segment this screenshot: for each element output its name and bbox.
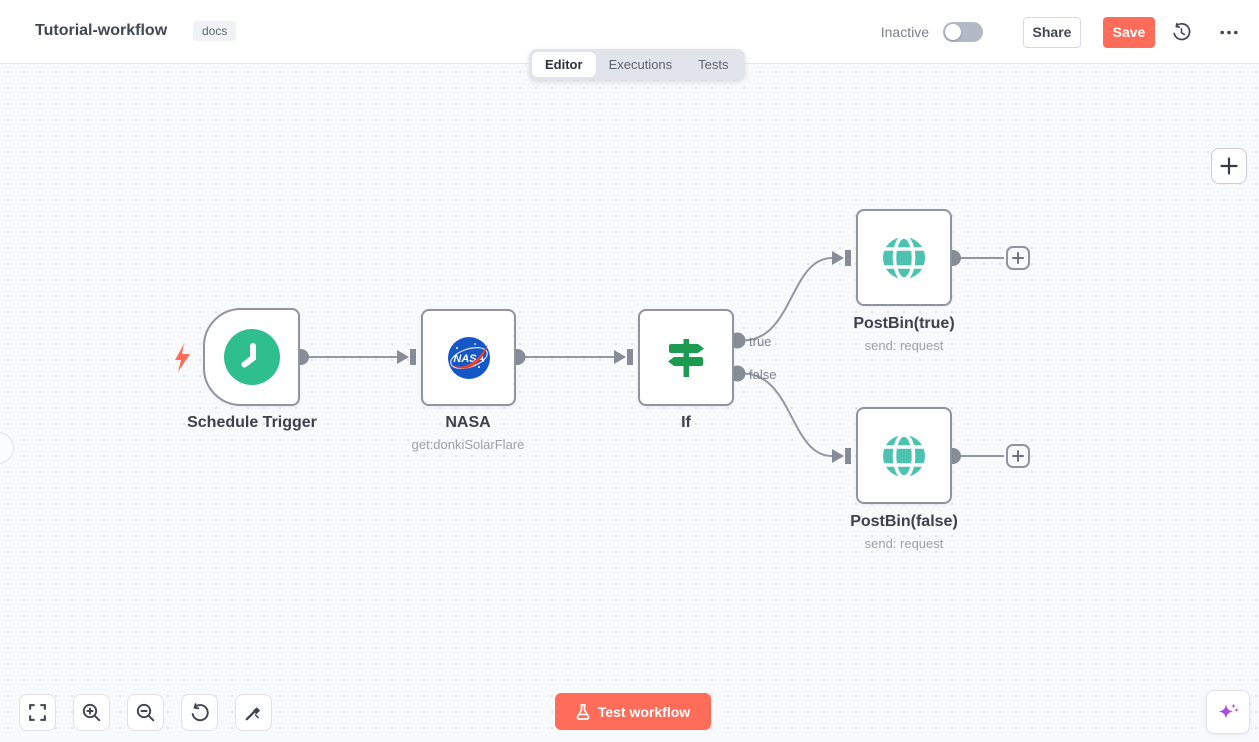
globe-icon <box>882 234 926 281</box>
globe-icon <box>882 432 926 479</box>
node-schedule-trigger[interactable] <box>203 308 300 406</box>
add-node-button[interactable] <box>1211 148 1247 184</box>
node-label: PostBin(true) <box>853 315 955 332</box>
save-button[interactable]: Save <box>1103 16 1155 48</box>
workflow-canvas[interactable]: Schedule Trigger NASA NASA get:donkiSola… <box>0 64 1259 742</box>
canvas-toolbar <box>19 694 272 731</box>
node-label: If <box>681 414 691 431</box>
node-label: Schedule Trigger <box>187 414 317 431</box>
activation-status-label: Inactive <box>880 24 929 40</box>
tab-editor[interactable]: Editor <box>532 52 596 77</box>
share-button[interactable]: Share <box>1023 16 1081 48</box>
tab-tests[interactable]: Tests <box>698 57 729 72</box>
output-label-false: false <box>749 367 777 382</box>
node-label: PostBin(false) <box>850 513 958 530</box>
workflow-title[interactable]: Tutorial-workflow <box>35 22 168 39</box>
toggle-knob <box>945 24 961 40</box>
clock-icon <box>223 329 280 385</box>
add-next-node-button[interactable] <box>1006 444 1030 468</box>
node-label: NASA <box>445 414 491 431</box>
nasa-logo-icon: NASA <box>447 336 490 379</box>
signpost-icon <box>668 338 704 377</box>
zoom-in-button[interactable] <box>73 694 110 731</box>
node-postbin-false[interactable] <box>856 407 952 504</box>
node-postbin-true[interactable] <box>856 209 952 306</box>
ai-assistant-button[interactable] <box>1206 690 1250 734</box>
add-next-node-button[interactable] <box>1006 246 1030 270</box>
tab-executions[interactable]: Executions <box>608 57 673 72</box>
test-workflow-label: Test workflow <box>597 703 691 720</box>
reset-zoom-button[interactable] <box>181 694 218 731</box>
output-label-true: true <box>749 334 772 349</box>
activation-toggle[interactable] <box>943 22 983 42</box>
zoom-out-button[interactable] <box>127 694 164 731</box>
node-subtitle: get:donkiSolarFlare <box>411 437 525 452</box>
history-icon[interactable] <box>1169 20 1193 44</box>
node-subtitle: send: request <box>864 536 944 551</box>
view-tabs: Editor Executions Tests <box>529 49 745 80</box>
sparkle-icon <box>1219 703 1238 719</box>
test-workflow-button[interactable]: Test workflow <box>555 693 711 730</box>
fit-view-button[interactable] <box>19 694 56 731</box>
ellipsis-menu-icon[interactable] <box>1217 20 1241 44</box>
node-subtitle: send: request <box>864 338 944 353</box>
connection-edges <box>293 250 1004 464</box>
workflow-tag[interactable]: docs <box>193 21 237 41</box>
node-if[interactable] <box>638 309 734 406</box>
node-nasa[interactable]: NASA <box>421 309 516 406</box>
flask-icon <box>576 703 590 720</box>
trigger-bolt-icon <box>175 344 190 372</box>
tidy-up-button[interactable] <box>235 694 272 731</box>
